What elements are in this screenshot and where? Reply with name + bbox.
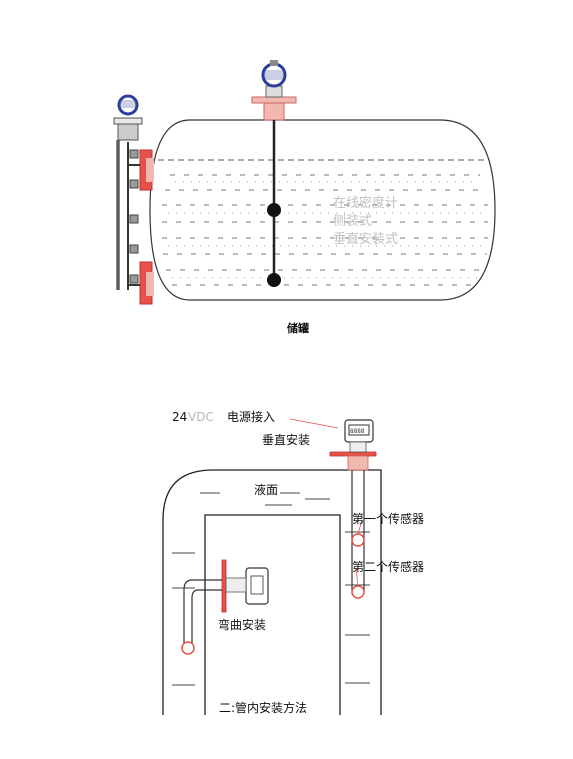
bent-sensor-icon bbox=[181, 641, 195, 655]
power-unit-label: VDC bbox=[188, 410, 214, 424]
side-transmitter-head bbox=[117, 94, 139, 116]
tank-label-density-meter: 在线密度计 bbox=[333, 195, 398, 211]
pipe-bent-sensor bbox=[181, 559, 269, 655]
top-flange bbox=[251, 96, 297, 104]
method-title: 二:管内安装方法 bbox=[219, 700, 307, 715]
probe-sensor-lower-icon bbox=[267, 273, 281, 287]
power-voltage-label: 24 bbox=[172, 410, 187, 424]
vertical-install-label: 垂直安装 bbox=[262, 432, 310, 447]
tank-label-side-mount: 侧装式 bbox=[333, 214, 372, 229]
second-sensor-icon bbox=[351, 585, 365, 599]
probe-sensor-upper-icon bbox=[267, 203, 281, 217]
first-sensor-label: 第一个传感器 bbox=[352, 511, 424, 526]
side-sensor-assembly bbox=[113, 94, 154, 305]
bent-install-label: 弯曲安装 bbox=[218, 617, 266, 632]
vertical-sensor-assembly bbox=[251, 60, 297, 287]
bottom-pipe-diagram: 8888 24 VDC 电源接入 垂直安装 bbox=[162, 409, 424, 715]
first-sensor-icon bbox=[351, 533, 365, 547]
tank-label-vertical-mount: 垂直安装式 bbox=[333, 232, 398, 247]
pipe-inner-wall bbox=[204, 514, 341, 715]
pipe-outer-wall bbox=[162, 469, 382, 715]
tank-liquid-dots bbox=[168, 181, 484, 279]
bent-flange bbox=[221, 559, 227, 613]
pipe-liquid-pattern bbox=[172, 492, 370, 686]
liquid-surface-label: 液面 bbox=[254, 482, 278, 497]
tank-caption: 储罐 bbox=[287, 321, 309, 335]
second-sensor-label: 第二个传感器 bbox=[352, 559, 424, 574]
tank-body bbox=[149, 119, 496, 301]
top-tank-diagram: 在线密度计 侧装式 垂直安装式 储罐 bbox=[113, 60, 496, 335]
tank-liquid-pattern bbox=[162, 174, 488, 286]
top-flange-neck bbox=[263, 101, 285, 121]
leader-lines bbox=[289, 418, 363, 587]
power-input-label: 电源接入 bbox=[227, 409, 275, 424]
pipe-vertical-sensor: 8888 bbox=[329, 419, 377, 599]
transmitter-display: 8888 bbox=[350, 428, 365, 435]
pipe-top-flange bbox=[329, 451, 377, 457]
